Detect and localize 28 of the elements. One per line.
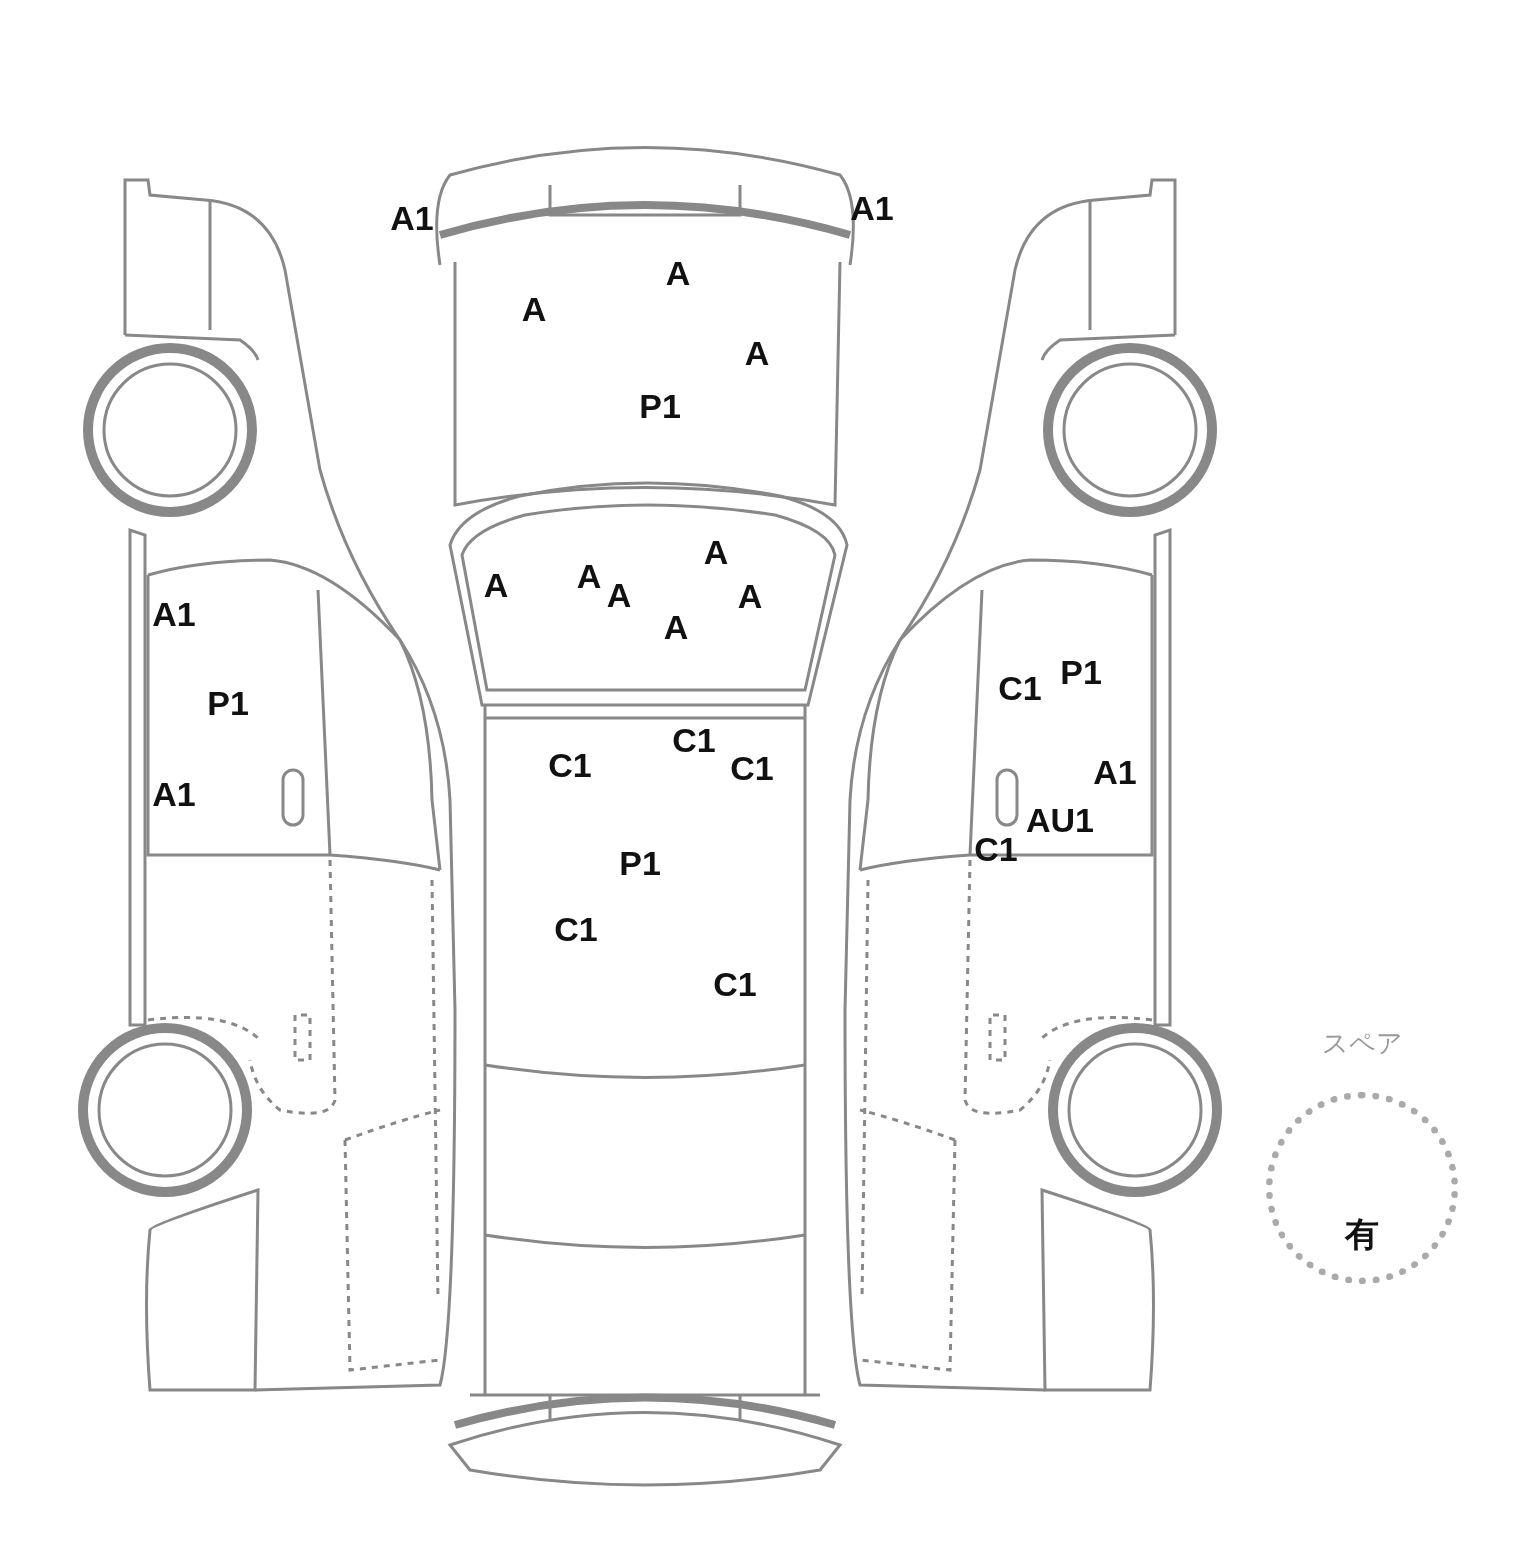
damage-code: A — [576, 559, 602, 593]
damage-code: A — [663, 610, 689, 644]
damage-code: A1 — [850, 191, 894, 225]
damage-code: A — [737, 579, 763, 613]
damage-code: A — [703, 535, 729, 569]
damage-code: A — [744, 336, 770, 370]
damage-code: C1 — [998, 671, 1042, 705]
damage-code: P1 — [639, 389, 681, 423]
damage-code: P1 — [619, 846, 661, 880]
damage-code: A — [483, 568, 509, 602]
damage-code: AU1 — [1026, 803, 1094, 837]
damage-code: A — [665, 256, 691, 290]
damage-code: A1 — [390, 201, 434, 235]
damage-code: P1 — [1060, 655, 1102, 689]
damage-code: C1 — [548, 748, 592, 782]
spare-label: スペア — [1321, 1030, 1403, 1056]
damage-code: P1 — [207, 686, 249, 720]
damage-code: C1 — [713, 967, 757, 1001]
damage-code: C1 — [554, 912, 598, 946]
spare-status: 有 — [1345, 1217, 1379, 1251]
damage-code: A1 — [152, 777, 196, 811]
damage-code: A1 — [1093, 755, 1137, 789]
damage-code: C1 — [730, 751, 774, 785]
damage-code: A — [606, 578, 632, 612]
damage-code: C1 — [672, 723, 716, 757]
damage-code: A — [521, 292, 547, 326]
damage-code: A1 — [152, 597, 196, 631]
damage-code: C1 — [974, 832, 1018, 866]
